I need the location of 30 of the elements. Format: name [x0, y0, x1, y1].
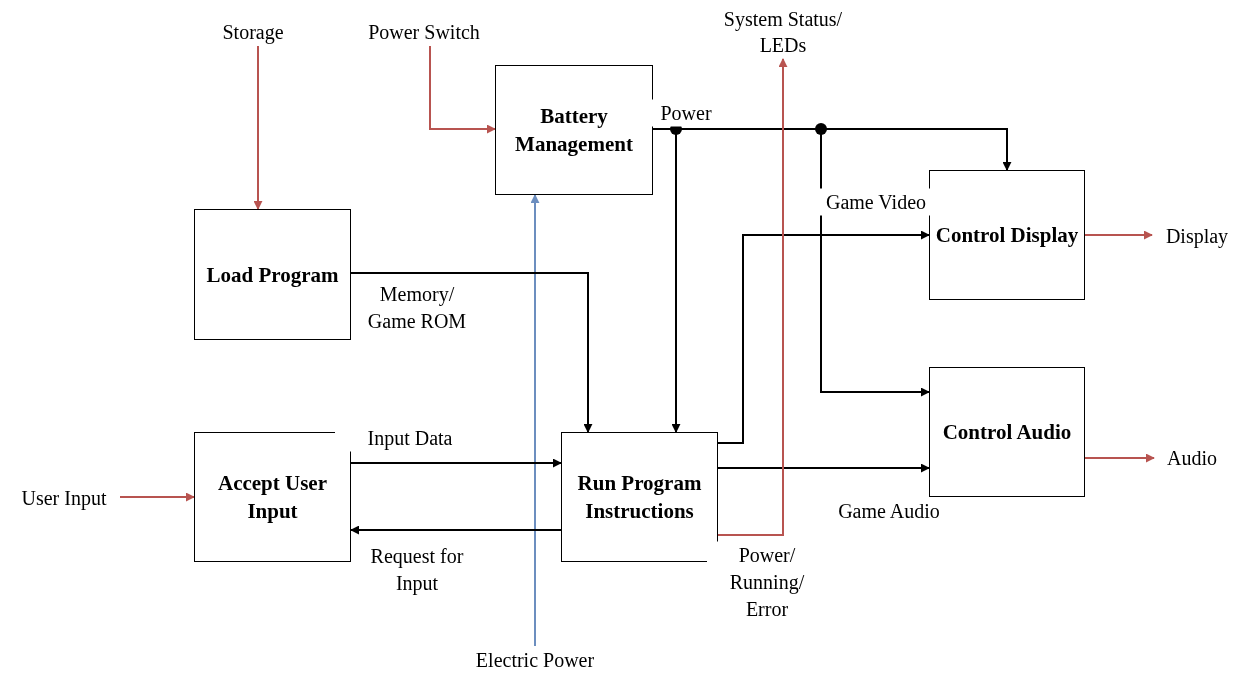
arrow: [717, 230, 930, 444]
signal-label: User Input: [21, 486, 107, 511]
arrow: [119, 492, 195, 502]
process-box: [929, 170, 1085, 300]
process-box: [194, 209, 351, 340]
process-box: [495, 65, 653, 195]
arrow: [717, 463, 930, 473]
box-label: Accept User Input: [217, 470, 328, 525]
signal-label: Electric Power: [475, 648, 595, 673]
process-box: [194, 432, 351, 562]
arrow: [429, 45, 496, 134]
signal-label: Storage: [222, 20, 284, 45]
arrow: [1084, 230, 1153, 240]
process-box: [929, 367, 1085, 497]
arrow: [717, 58, 788, 536]
arrow: [350, 272, 593, 433]
box-label: Control Audio: [942, 419, 1072, 446]
box-label: Run Program Instructions: [576, 470, 703, 525]
arrow: [253, 45, 263, 210]
arrow: [1084, 453, 1155, 463]
signal-label: System Status/ LEDs: [722, 7, 844, 58]
arrow: [350, 458, 562, 468]
process-box: [561, 432, 718, 562]
arrow: [350, 525, 562, 535]
signal-label: Display: [1165, 224, 1229, 249]
box-label: Load Program: [206, 261, 339, 289]
arrow: [530, 194, 540, 647]
box-label: Control Display: [935, 222, 1079, 249]
signal-label: Power Switch: [368, 20, 480, 45]
signal-label: Audio: [1167, 446, 1217, 471]
